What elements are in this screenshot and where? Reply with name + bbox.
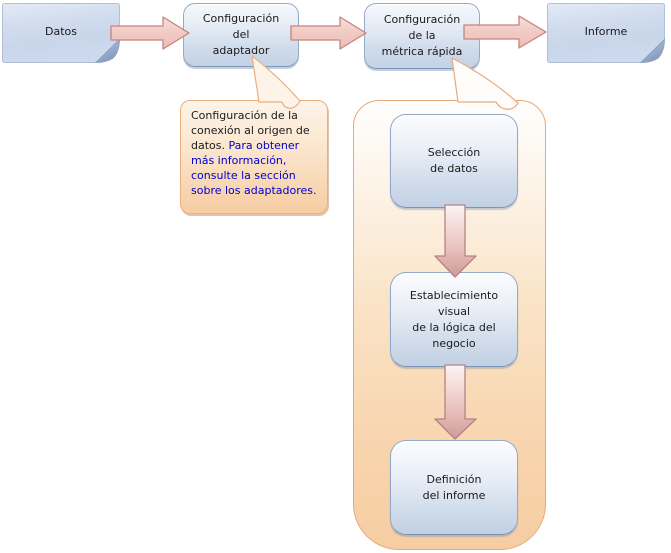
step-seleccion-datos: Selección de datos xyxy=(390,114,518,208)
flow-arrow-right-icon xyxy=(463,15,547,49)
flow-node-informe: Informe xyxy=(547,3,666,64)
adapter-note-callout: Configuración de la conexión al origen d… xyxy=(180,100,328,214)
flow-arrow-right-icon xyxy=(290,16,367,50)
flow-arrow-down-icon xyxy=(434,204,477,278)
flow-node-config-metrica: Configuración de la métrica rápida xyxy=(364,3,480,69)
document-shape xyxy=(547,3,666,64)
page-fold-icon xyxy=(639,38,666,64)
note-link[interactable]: Para obtener más información, consulte l… xyxy=(191,139,317,197)
group-pointer-icon xyxy=(451,57,519,110)
callout-pointer-icon xyxy=(251,55,301,109)
flow-arrow-right-icon xyxy=(110,16,190,50)
flow-arrow-down-icon xyxy=(434,364,477,440)
page-fold-icon xyxy=(94,38,121,64)
node-label: Informe xyxy=(584,24,628,38)
document-shape xyxy=(2,3,121,64)
flow-node-config-adaptador: Configuración del adaptador xyxy=(183,3,299,67)
note-text: Configuración de la conexión al origen d… xyxy=(191,109,310,152)
node-label: Datos xyxy=(45,24,77,38)
step-establecimiento-logica: Establecimiento visual de la lógica del … xyxy=(390,272,518,367)
step-definicion-informe: Definición del informe xyxy=(390,440,518,535)
flow-node-datos: Datos xyxy=(2,3,121,64)
